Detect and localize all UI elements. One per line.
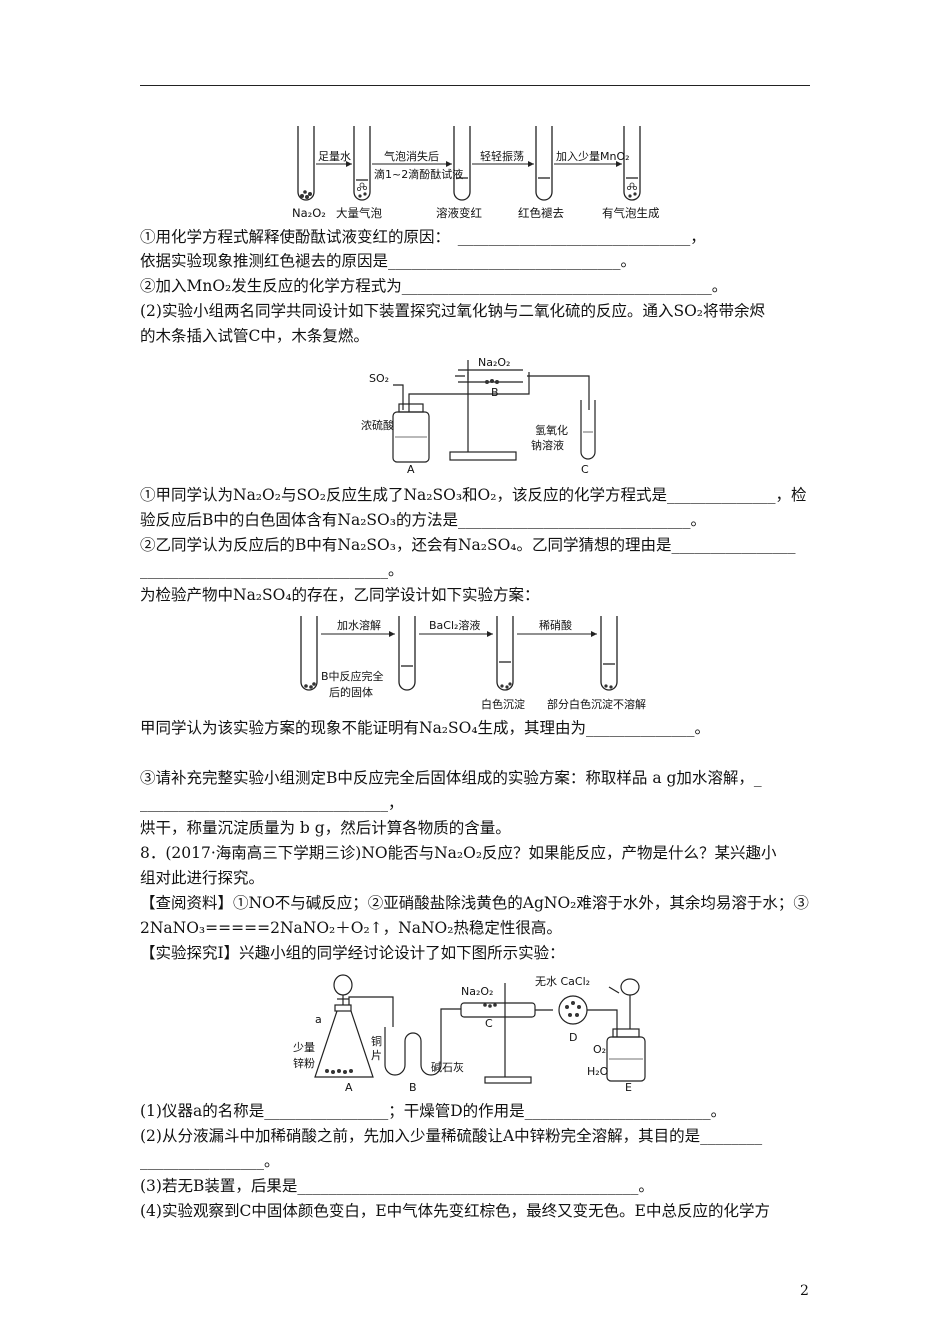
text-line: ________________________________， [140, 794, 404, 812]
text-line: 组对此进行探究。 [140, 869, 265, 887]
text-line: 甲同学认为该实验方案的现象不能证明有Na₂SO₄生成，其理由为_________… [140, 719, 711, 737]
label-naoh-2: 钠溶液 [531, 438, 564, 452]
label-a: A [345, 1081, 353, 1094]
label-b: B [491, 386, 499, 399]
arrow-label-mno2: 加入少量MnO₂ [556, 150, 630, 163]
label-so2: SO₂ [369, 372, 389, 385]
label-o2: O₂ [593, 1043, 606, 1056]
text-line: ________________________________。 [140, 561, 404, 579]
arrow-label-phenolphthalein: 滴1~2滴酚酞试液 [374, 167, 463, 181]
label-d: D [569, 1031, 577, 1044]
text-line: 2NaNO₃=====2NaNO₂＋O₂↑，NaNO₂热稳定性很高。 [140, 919, 562, 937]
label-c: C [485, 1017, 493, 1030]
text-line: ①甲同学认为Na₂O₂与SO₂反应生成了Na₂SO₃和O₂，该反应的化学方程式是… [140, 486, 807, 504]
label-cu-1: 铜 [371, 1034, 382, 1048]
text-line: 【实验探究Ⅰ】兴趣小组的同学经讨论设计了如下图所示实验： [140, 944, 565, 962]
figure-no-apparatus: a 少量 锌粉 铜 片 碱石灰 Na₂O₂ 无水 CaCl₂ O₂ H₂O A … [285, 965, 675, 1097]
text-line: ②乙同学认为反应后的B中有Na₂SO₃，还会有Na₂SO₄。乙同学猜想的理由是_… [140, 536, 796, 554]
header-rule [140, 85, 810, 86]
label-cacl2: 无水 CaCl₂ [535, 975, 590, 988]
label-zn-1: 少量 [293, 1041, 315, 1054]
label-zn-2: 锌粉 [293, 1056, 315, 1070]
label-conc-h2so4: 浓硫酸 [361, 418, 394, 432]
arrow-label-water: 足量水 [318, 150, 351, 163]
label-na2o2: Na₂O₂ [461, 985, 493, 998]
label-na2o2: Na₂O₂ [478, 356, 510, 369]
tube-label-white-ppt: 白色沉淀 [481, 697, 525, 711]
text-line: (4)实验观察到C中固体颜色变白，E中气体先变红棕色，最终又变无色。E中总反应的… [140, 1202, 770, 1220]
text-line: ③请补充完整实验小组测定B中反应完全后固体组成的实验方案：称取样品 a g加水溶… [140, 769, 762, 787]
figure-na2o2-water-experiment: 足量水 气泡消失后 滴1~2滴酚酞试液 轻轻振荡 加入少量MnO₂ Na₂O₂ … [280, 122, 680, 222]
text-line: (3)若无B装置，后果是____________________________… [140, 1177, 654, 1195]
label-b: B [409, 1081, 417, 1094]
label-h2o: H₂O [587, 1065, 609, 1078]
page-number: 2 [800, 1283, 809, 1299]
arrow-label-hno3: 稀硝酸 [539, 618, 572, 632]
text-line: ________________。 [140, 1152, 280, 1170]
arrow-label-bacl2: BaCl₂溶液 [429, 618, 480, 632]
text-line: 烘干，称量沉淀质量为 b g，然后计算各物质的含量。 [140, 819, 511, 837]
arrow-label-shake: 轻轻振荡 [480, 149, 524, 163]
label-cu-2: 片 [371, 1049, 382, 1062]
tube-label-red: 溶液变红 [436, 206, 482, 220]
figure-sulfate-test: 加水溶解 BaCl₂溶液 稀硝酸 B中反应完全 后的固体 白色沉淀 部分白色沉淀… [295, 612, 675, 712]
tube-label-fade: 红色褪去 [518, 206, 564, 220]
tube-label-solid-1: B中反应完全 [321, 669, 384, 683]
text-line: 8．(2017·海南高三下学期三诊)NO能否与Na₂O₂反应？如果能反应，产物是… [140, 844, 777, 862]
label-a: A [407, 463, 415, 476]
tube-label-partial-ppt: 部分白色沉淀不溶解 [547, 697, 646, 711]
label-c: C [581, 463, 589, 476]
text-line: (2)实验小组两名同学共同设计如下装置探究过氧化钠与二氧化硫的反应。通入SO₂将… [140, 302, 765, 320]
label-e: E [625, 1081, 632, 1094]
tube-label-bubbles: 大量气泡 [336, 206, 382, 220]
text-line: 为检验产物中Na₂SO₄的存在，乙同学设计如下实验方案： [140, 586, 540, 604]
text-line: ①用化学方程式解释使酚酞试液变红的原因： ___________________… [140, 228, 706, 246]
arrow-label-bubbles-gone: 气泡消失后 [384, 149, 439, 163]
tube-label-na2o2: Na₂O₂ [292, 206, 326, 220]
text-line: ②加入MnO₂发生反应的化学方程式为______________________… [140, 277, 728, 295]
text-line: (2)从分液漏斗中加稀硝酸之前，先加入少量稀硫酸让A中锌粉完全溶解，其目的是__… [140, 1127, 763, 1145]
text-line: 验反应后B中的白色固体含有Na₂SO₃的方法是_________________… [140, 511, 706, 529]
text-line: 依据实验现象推测红色褪去的原因是________________________… [140, 252, 637, 270]
label-naoh-1: 氢氧化 [535, 423, 568, 437]
text-line: (1)仪器a的名称是________________；干燥管D的作用是_____… [140, 1102, 727, 1120]
text-line: 的木条插入试管C中，木条复燃。 [140, 327, 369, 345]
label-soda-lime: 碱石灰 [431, 1060, 464, 1074]
text-line: 【查阅资料】①NO不与碱反应；②亚硝酸盐除浅黄色的AgNO₂难溶于水外，其余均易… [140, 894, 809, 912]
tube-label-solid-2: 后的固体 [329, 685, 373, 699]
arrow-label-dissolve: 加水溶解 [337, 618, 381, 632]
figure-so2-apparatus: SO₂ Na₂O₂ 浓硫酸 氢氧化 钠溶液 A B C [355, 352, 615, 477]
label-a-funnel: a [315, 1013, 322, 1026]
tube-label-gas: 有气泡生成 [602, 206, 660, 220]
